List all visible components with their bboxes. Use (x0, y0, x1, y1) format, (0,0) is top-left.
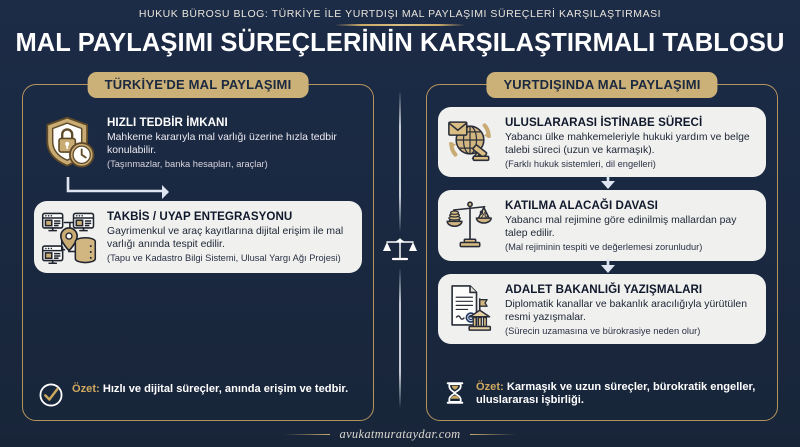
list-item[interactable]: TAKBİS / UYAP ENTEGRASYONU Gayrimenkul v… (34, 201, 362, 273)
list-item-description: Yabancı ülke mahkemeleriyle hukuki yardı… (505, 131, 750, 156)
panel-yurtdisi: YURTDIŞINDA MAL PAYLAŞIMI (426, 72, 778, 421)
connector-arrow-right-2 (438, 258, 766, 274)
check-circle-icon (39, 383, 63, 407)
list-item[interactable]: ULUSLARARASI İSTİNABE SÜRECİ Yabancı ülk… (438, 107, 766, 178)
list-item-text: ADALET BAKANLIĞI YAZIŞMALARI Diplomatik … (505, 281, 757, 337)
header-divider-rule (335, 24, 465, 26)
list-item-title: HIZLI TEDBİR İMKANI (107, 116, 228, 129)
list-item-description: Diplomatik kanallar ve bakanlık aracılığ… (505, 298, 747, 323)
page-title: MAL PAYLAŞIMI SÜREÇLERİNİN KARŞILAŞTIRMA… (15, 29, 785, 57)
list-item-note: (Farklı hukuk sistemleri, dil engelleri) (505, 158, 656, 169)
divider-line-top (399, 92, 401, 231)
panel-yurtdisi-badge: YURTDIŞINDA MAL PAYLAŞIMI (486, 72, 718, 98)
digital-network-database-icon (41, 212, 97, 265)
header: HUKUK BÜROSU BLOG: TÜRKİYE İLE YURTDIŞI … (0, 0, 800, 58)
panel-turkiye: TÜRKİYE'DE MAL PAYLAŞIMI HIZLI TEDBİR İM… (22, 72, 374, 421)
list-item-text: KATILMA ALACAĞI DAVASI Yabancı mal rejim… (505, 197, 757, 253)
list-item-note: (Tapu ve Kadastro Bilgi Sistemi, Ulusal … (107, 252, 341, 263)
summary-label: Özet: (72, 383, 100, 395)
svg-text:%: % (479, 210, 488, 221)
list-item-text: ULUSLARARASI İSTİNABE SÜRECİ Yabancı ülk… (505, 114, 757, 170)
list-item-note: (Taşınmazlar, banka hesapları, araçlar) (107, 158, 268, 169)
footer-rule-left (283, 433, 330, 436)
list-item-note: (Sürecin uzamasına ve bürokrasiye neden … (505, 325, 701, 336)
list-item-note: (Mal rejiminin tespiti ve değerlemesi zo… (505, 242, 703, 253)
hourglass-icon (446, 381, 464, 404)
center-divider (380, 92, 420, 407)
list-item-description: Yabancı mal rejimine göre edinilmiş mall… (505, 215, 737, 240)
list-item-title: ULUSLARARASI İSTİNABE SÜRECİ (505, 116, 703, 129)
list-item[interactable]: HIZLI TEDBİR İMKANI Mahkeme kararıyla ma… (34, 107, 362, 179)
connector-arrow-right-1 (438, 175, 766, 190)
panel-turkiye-badge: TÜRKİYE'DE MAL PAYLAŞIMI (87, 72, 309, 98)
summary-text: Hızlı ve dijital süreçler, anında erişim… (102, 383, 349, 395)
summary-text-wrap: Özet: Karmaşık ve uzun süreçler, bürokra… (476, 380, 762, 409)
summary-text-wrap: Özet: Hızlı ve dijital süreçler, anında … (72, 382, 348, 397)
list-item[interactable]: ADALET BAKANLIĞI YAZIŞMALARI Diplomatik … (438, 273, 766, 344)
list-item-text: TAKBİS / UYAP ENTEGRASYONU Gayrimenkul v… (107, 208, 353, 264)
footer-rule-right (470, 433, 517, 436)
shield-lock-clock-icon (46, 116, 95, 168)
summary-turkiye: Özet: Hızlı ve dijital süreçler, anında … (34, 377, 362, 412)
list-item-description: Mahkeme kararıyla mal varlığı üzerine hı… (107, 131, 337, 156)
globe-envelope-gavel-icon (448, 121, 492, 162)
divider-line-bottom (399, 268, 401, 407)
summary-label: Özet: (476, 380, 504, 393)
header-subtitle: HUKUK BÜROSU BLOG: TÜRKİYE İLE YURTDIŞI … (138, 8, 662, 20)
footer-site: avukatmurataydar.com (339, 427, 461, 441)
scales-coins-percent-icon: % (446, 201, 492, 248)
list-item-title: TAKBİS / UYAP ENTEGRASYONU (107, 210, 293, 223)
connector-arrow-left-1 (34, 177, 362, 201)
list-item-description: Gayrimenkul ve araç kayıtlarına dijital … (107, 225, 344, 250)
list-item-text: HIZLI TEDBİR İMKANI Mahkeme kararıyla ma… (107, 114, 353, 170)
summary-yurtdisi: Özet: Karmaşık ve uzun süreçler, bürokra… (438, 375, 766, 413)
comparison-columns: TÜRKİYE'DE MAL PAYLAŞIMI HIZLI TEDBİR İM… (0, 72, 800, 421)
list-item[interactable]: % KATILMA ALACAĞI DAVASI Yabancı mal rej… (438, 190, 766, 261)
summary-text: Karmaşık ve uzun süreçler, bürokratik en… (476, 380, 756, 407)
footer: avukatmurataydar.com (0, 427, 800, 442)
document-ministry-building-icon (451, 284, 492, 331)
scales-of-justice-icon (383, 237, 417, 260)
list-item-title: ADALET BAKANLIĞI YAZIŞMALARI (505, 282, 703, 296)
list-item-title: KATILMA ALACAĞI DAVASI (505, 199, 658, 213)
